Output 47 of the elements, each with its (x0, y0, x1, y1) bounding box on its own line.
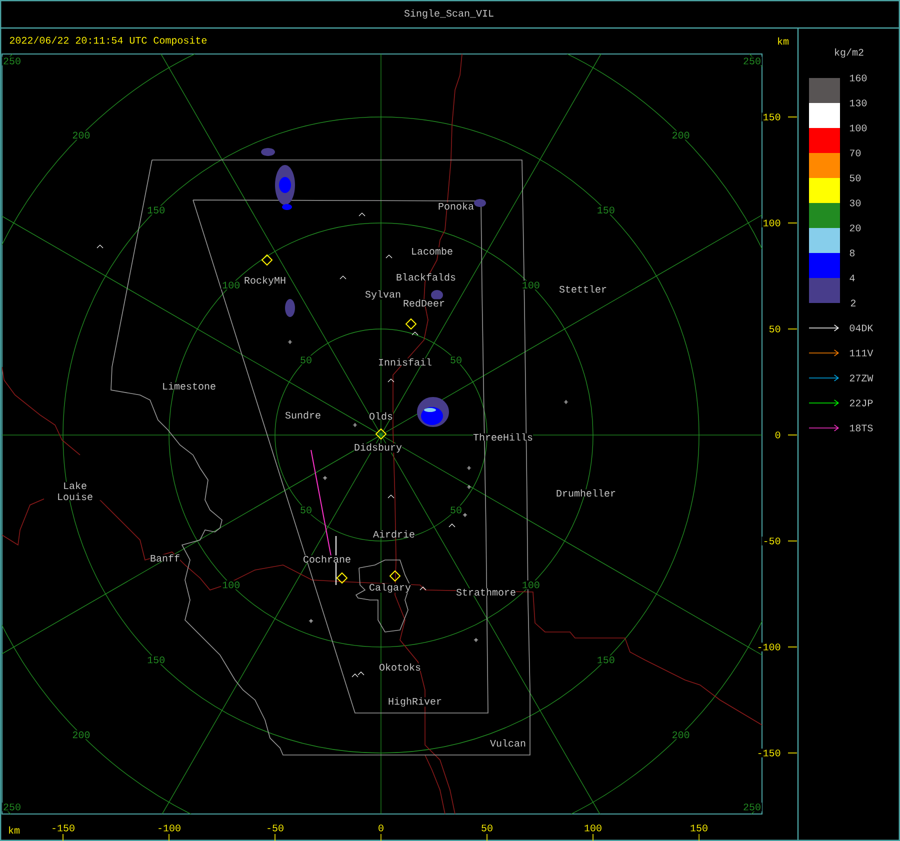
range-ring-label: 100 (520, 280, 541, 290)
unit-label: kg/m2 (835, 48, 864, 58)
track-id: 18TS (850, 424, 873, 432)
axis-tick-label: 50 (768, 324, 782, 334)
axis-tick-label: -50 (268, 824, 284, 832)
range-ring-label: 150 (146, 206, 166, 214)
axis-tick-label: -100 (756, 642, 782, 652)
legend-value: 130 (850, 100, 867, 106)
range-ring-label: 250 (2, 802, 22, 812)
axis-tick-label: -150 (52, 824, 74, 832)
legend-value: 100 (850, 124, 867, 132)
range-ring-label: 250 (742, 56, 762, 66)
range-ring-label: 100 (221, 280, 242, 290)
legend-value: 4 (850, 274, 855, 282)
range-ring-label: 250 (742, 802, 762, 812)
unit-label: km (778, 37, 788, 45)
axis-tick-label: 100 (584, 824, 602, 832)
legend-value: 8 (850, 250, 855, 256)
range-ring-label: 50 (449, 506, 463, 514)
track-id: 27ZW (850, 374, 874, 382)
legend-value: 30 (850, 200, 861, 206)
legend-value: 2 (850, 300, 856, 306)
axis-tick-label: -50 (762, 536, 782, 546)
timestamp: 2022/06/22 20:11:54 UTC Composite (10, 36, 207, 46)
axis-tick-label: -100 (158, 824, 180, 832)
range-ring-label: 50 (299, 506, 313, 514)
legend-value: 160 (850, 74, 867, 82)
legend-value: 50 (850, 174, 861, 182)
axis-tick-label: 100 (762, 218, 782, 228)
range-ring-label: 50 (449, 356, 463, 364)
range-ring-label: 50 (299, 356, 313, 364)
legend-value: 20 (850, 224, 861, 232)
axis-tick-label: 50 (482, 824, 492, 832)
track-id: 111V (850, 350, 874, 356)
place-name: Lake Louise (44, 482, 106, 500)
axis-tick-label: 150 (690, 824, 708, 832)
axis-tick-label: 0 (378, 824, 384, 832)
unit-label: km (9, 826, 20, 834)
track-id: 04DK (850, 324, 874, 332)
title: Single_Scan_VIL (404, 9, 494, 19)
axis-tick-label: 150 (762, 112, 782, 122)
place-name: Sylvan (365, 290, 401, 300)
range-ring-label: 250 (2, 56, 22, 66)
track-id: 22JP (850, 400, 873, 406)
range-ring-label: 150 (596, 206, 616, 214)
legend-value: 70 (850, 150, 861, 156)
axis-tick-label: -150 (756, 748, 782, 758)
